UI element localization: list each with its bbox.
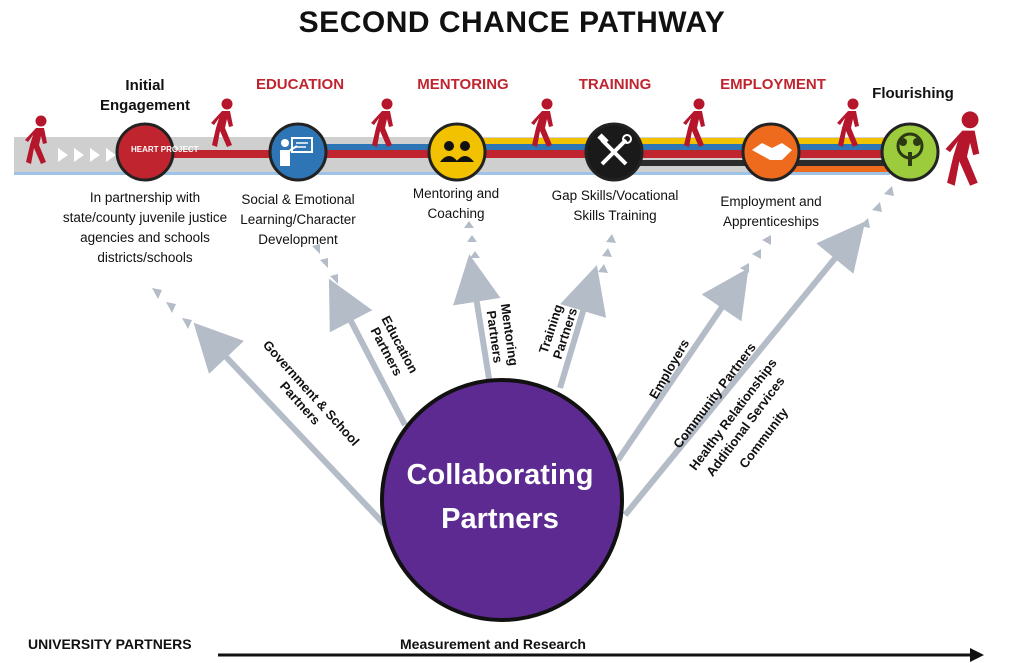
- stage-heading-mentoring: MENTORING: [417, 76, 509, 93]
- heart-project-logo-icon: HEART PROJECT: [115, 122, 199, 182]
- stage-heading-initial-engagement: Initial Engagement: [99, 77, 190, 114]
- svg-text:HEART PROJECT: HEART PROJECT: [131, 145, 199, 154]
- walker-icon: [945, 111, 980, 186]
- pathway-orange-stripe: [770, 166, 890, 172]
- partner-chevrons: [152, 186, 894, 329]
- stage-heading-flourishing: Flourishing: [872, 85, 954, 102]
- handshake-icon: [741, 122, 801, 182]
- people-group-icon: [427, 122, 487, 182]
- measurement-research-label: Measurement and Research: [400, 636, 586, 652]
- stage-heading-employment: EMPLOYMENT: [720, 76, 826, 93]
- partner-arrows: [193, 221, 866, 528]
- stage-description-initial-engagement: In partnership with state/county juvenil…: [62, 190, 228, 265]
- collaborating-partners-label: Collaborating Partners: [380, 455, 620, 539]
- measurement-arrow-head: [970, 648, 984, 662]
- stage-description-education: Social & Emotional Learning/Character De…: [240, 192, 356, 247]
- stage-description-employment: Employment and Apprenticeships: [720, 194, 822, 229]
- stage-description-mentoring: Mentoring and Coaching: [412, 186, 500, 221]
- entry-chevrons: [58, 148, 116, 162]
- pathway-yellow-stripe: [455, 138, 890, 144]
- stage-heading-education: EDUCATION: [255, 76, 345, 93]
- pathway-red-stripe: [150, 150, 890, 158]
- tree-icon: [880, 122, 940, 182]
- stage-description-training: Gap Skills/Vocational Skills Training: [551, 188, 679, 223]
- center-line-1: Collaborating: [406, 459, 594, 491]
- wrench-hammer-tools-icon: [584, 122, 644, 182]
- teacher-presentation-icon: [268, 122, 328, 182]
- stage-heading-training: TRAINING: [578, 76, 652, 93]
- diagram-title: SECOND CHANCE PATHWAY: [298, 6, 726, 39]
- center-line-2: Partners: [441, 503, 559, 535]
- university-partners-label: UNIVERSITY PARTNERS: [28, 636, 192, 652]
- collaborating-partners-circle: [380, 378, 624, 622]
